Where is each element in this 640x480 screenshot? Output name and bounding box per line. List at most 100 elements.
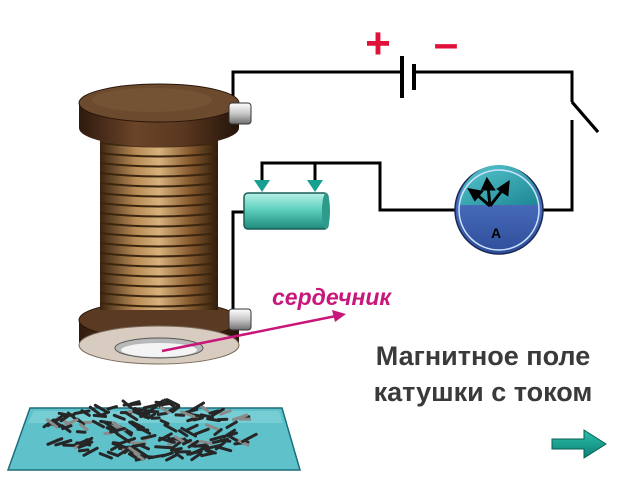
coil-turn [99,232,219,238]
ammeter-label: А [491,225,501,241]
iron-filing [150,399,165,412]
iron-filing [132,409,148,419]
iron-filing [54,439,73,447]
iron-filing [228,434,239,442]
iron-filing [45,418,59,429]
iron-filing [174,435,185,444]
coil-turn [99,282,219,288]
coil-turn [99,162,219,168]
iron-filing [76,417,85,426]
iron-filing [132,445,148,458]
iron-filing [82,446,99,457]
next-slide-button[interactable] [548,428,610,460]
coil-bottom-flange [78,300,240,365]
iron-filing [131,407,150,413]
iron-filing [190,452,203,462]
coil [78,83,252,365]
iron-filing [225,420,238,429]
iron-filing [147,453,166,460]
iron-filing [180,426,198,438]
iron-filing [192,416,204,422]
iron-filing [171,405,181,414]
iron-filing [186,449,203,456]
iron-filing [163,423,178,433]
iron-filing [138,427,152,435]
battery: + – [365,19,458,98]
core-pointer [161,310,346,353]
iron-filing [122,402,142,407]
iron-filing [200,405,210,413]
iron-filing [208,409,220,415]
iron-filing [106,450,120,458]
coil-terminal-top [228,102,252,125]
iron-filing [154,445,173,450]
iron-filing [124,411,139,422]
iron-filing [98,452,113,460]
iron-filing [222,428,237,439]
iron-filing [200,451,214,458]
iron-filing [219,409,232,416]
iron-filing [109,427,126,434]
iron-filing [91,419,105,429]
iron-filing [111,442,128,450]
iron-filing [54,413,65,423]
iron-filing [204,423,219,431]
iron-filing [165,398,181,407]
iron-filing [88,405,102,417]
minus-sign: – [434,19,458,68]
coil-turn [99,182,219,188]
iron-filing [232,413,249,422]
iron-filing [199,413,214,419]
iron-filing [118,437,137,446]
iron-filing [131,442,146,448]
rheostat-slider-right[interactable] [307,180,323,192]
iron-filing [64,418,79,426]
ammeter-needles [467,176,510,208]
iron-filing [158,436,175,444]
rheostat [243,180,330,230]
iron-filing [106,405,118,411]
iron-filing [193,427,210,436]
coil-turn [99,292,219,298]
coil-turn [99,272,219,278]
iron-filing [187,439,199,449]
iron-filing [182,438,192,446]
title-line-1: Магнитное поле [375,341,591,371]
iron-filing [170,447,183,452]
coil-turn [99,302,219,308]
iron-filing [75,430,87,434]
iron-filing [180,410,196,419]
iron-filing [128,446,140,456]
iron-filing [214,440,227,451]
battery-positive-plate [400,56,404,98]
coil-turn [99,252,219,258]
iron-filing [60,424,72,434]
iron-filing [198,439,214,446]
arrow-right-icon [551,429,607,459]
coil-turn [99,172,219,178]
iron-filing [139,444,150,451]
coil-turn [99,222,219,228]
iron-filing [159,419,170,426]
iron-filing [213,428,223,436]
iron-filing [177,429,189,438]
iron-filing [127,452,138,460]
core-label: сердечник [272,284,392,310]
coil-turn [99,202,219,208]
switch[interactable] [570,101,600,133]
iron-filing [156,411,168,416]
coil-turn [99,212,219,218]
iron-filing [93,403,108,413]
coil-turn [99,242,219,248]
coil-turn [99,192,219,198]
battery-negative-plate [412,64,416,90]
iron-filing [112,413,126,421]
iron-filing [217,445,233,453]
iron-filing [128,420,141,431]
iron-filing [159,406,171,414]
plus-sign: + [365,19,391,68]
rheostat-slider-left[interactable] [254,180,270,192]
iron-filing [75,441,92,447]
